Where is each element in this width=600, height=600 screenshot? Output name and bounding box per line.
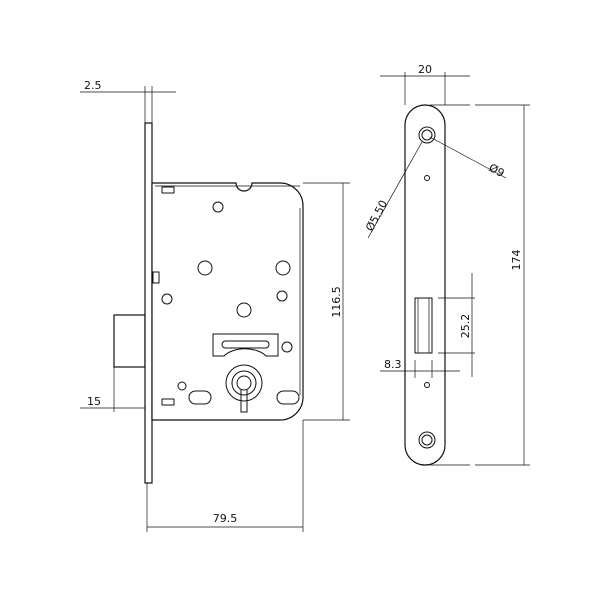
rivet-tab	[161, 398, 175, 406]
body-hole	[177, 381, 187, 391]
lock-body	[151, 182, 304, 421]
side-dimensions: 2.5 15 116.5 79.5	[80, 79, 350, 532]
screw-hole-top-inner	[421, 129, 433, 141]
small-hole	[424, 175, 430, 181]
dim-screw-hole-inner: Ø5.50	[363, 198, 390, 233]
body-slot	[188, 390, 212, 405]
body-slot	[276, 390, 300, 405]
side-faceplate	[144, 122, 153, 484]
dim-faceplate-thickness: 2.5	[84, 79, 102, 92]
screw-hole-bottom	[418, 431, 436, 449]
body-hole	[161, 293, 173, 305]
dim-latch-slot-width: 8.3	[384, 358, 402, 371]
body-hole	[281, 341, 293, 353]
front-view	[404, 104, 446, 466]
lever-bar	[212, 333, 279, 357]
front-faceplate	[404, 104, 446, 466]
dim-latch-slot-height: 25.2	[459, 314, 472, 339]
dim-latch-projection: 15	[87, 395, 101, 408]
body-hole	[212, 201, 224, 213]
rivet-tab	[161, 186, 175, 194]
dim-faceplate-length: 174	[510, 250, 523, 271]
lever-slot	[221, 340, 270, 349]
cylinder-core	[236, 375, 252, 391]
latch-tab	[152, 271, 160, 284]
cylinder-rose	[225, 364, 263, 402]
body-hole	[275, 260, 291, 276]
cylinder-ring	[231, 370, 257, 396]
dim-body-depth: 79.5	[213, 512, 238, 525]
front-dimensions: 20 174 25.2 8.3 Ø9 Ø5.50	[363, 63, 530, 466]
screw-hole-top	[418, 126, 436, 144]
body-hole	[276, 290, 288, 302]
body-inner-edge	[155, 185, 301, 395]
side-view	[113, 122, 304, 484]
body-hole	[197, 260, 213, 276]
spindle-hole	[236, 302, 252, 318]
dim-body-height: 116.5	[330, 286, 343, 318]
small-hole	[424, 382, 430, 388]
latch-slot	[414, 297, 433, 354]
dim-screw-hole-outer: Ø9	[487, 161, 507, 180]
latch-bolt	[113, 314, 146, 368]
dim-faceplate-width: 20	[418, 63, 432, 76]
key-tongue	[240, 389, 248, 413]
screw-hole-bottom-inner	[421, 434, 433, 446]
